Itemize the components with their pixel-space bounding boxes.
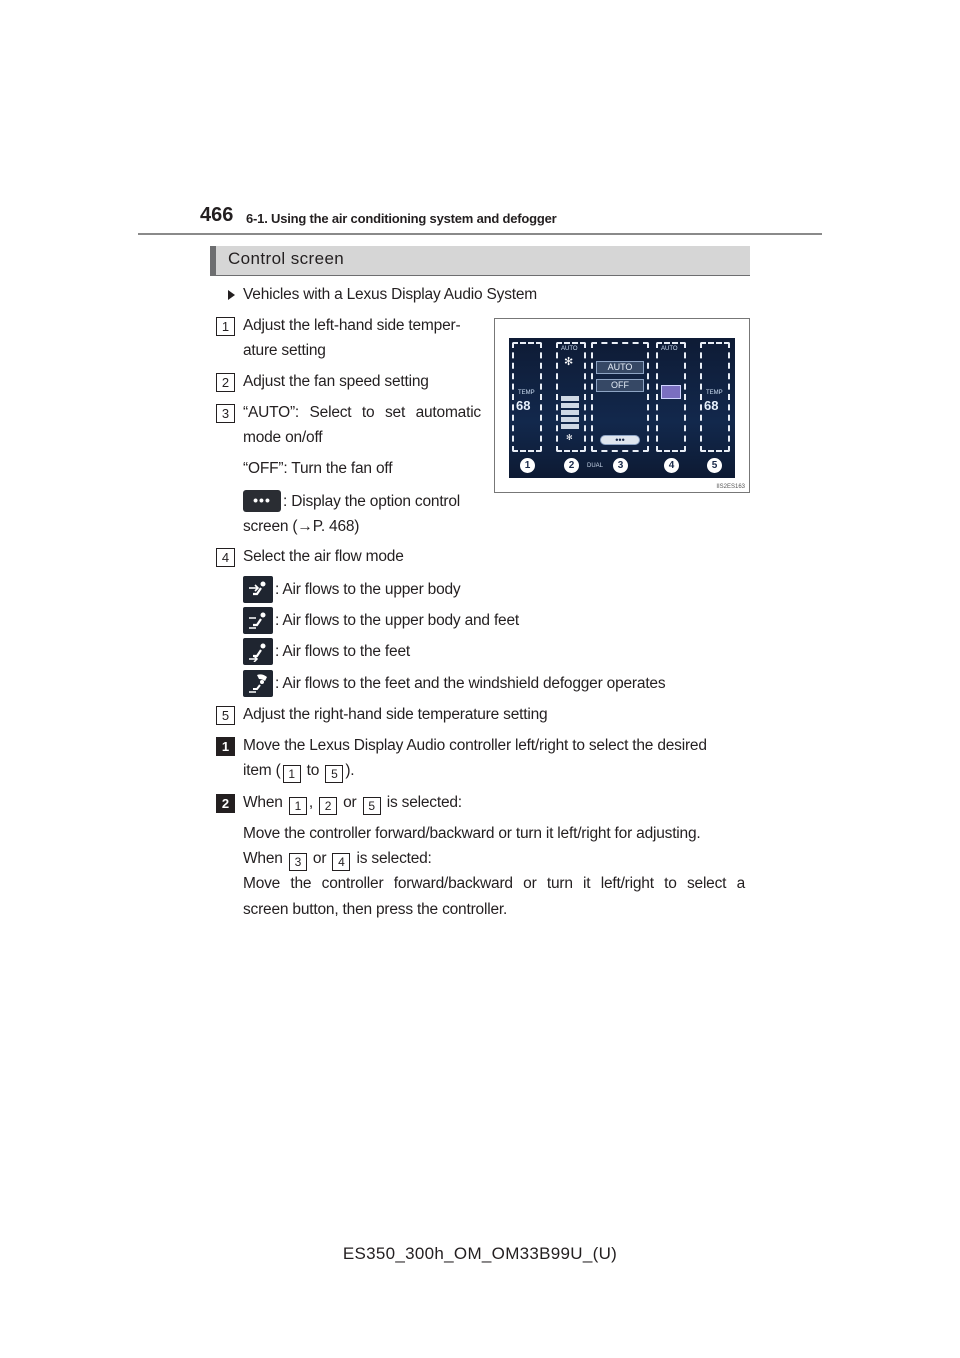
off-button[interactable]: OFF (596, 379, 644, 392)
item-2-text: Adjust the fan speed setting (243, 373, 429, 390)
right-temp-value: 68 (704, 398, 719, 413)
item-3-text-cont: mode on/off (243, 429, 323, 446)
screen-callout-2: 2 (564, 458, 579, 473)
step-2-select-text-cont: screen button, then press the controller… (243, 901, 508, 918)
airflow-4-text: : Air flows to the feet and the windshie… (275, 675, 666, 692)
fan-bar (561, 417, 579, 422)
step-2-when-post: is selected: (382, 794, 462, 811)
inline-callout-5: 5 (362, 797, 381, 815)
triangle-bullet-icon (228, 290, 235, 300)
step-2-when-b: When 3 or 4 is selected: (243, 846, 432, 871)
airflow-upper-feet-icon (243, 607, 273, 634)
step-1-text-post: ). (345, 762, 355, 779)
dual-label: DUAL (587, 463, 604, 469)
airflow-auto-label: AUTO (661, 346, 678, 352)
step-2-adjust-text: Move the controller forward/backward or … (243, 825, 701, 842)
item-4-text: Select the air flow mode (243, 548, 404, 565)
zone-left-temp (512, 342, 542, 452)
callout-3: 3 (216, 404, 235, 423)
fan-small-icon: ✻ (566, 433, 573, 442)
item-3-option-text: : Display the option control (283, 493, 461, 510)
zone-auto-off (591, 342, 649, 452)
airflow-1-text: : Air flows to the upper body (275, 581, 461, 598)
airflow-selected-highlight (661, 385, 681, 399)
inline-callout-4: 4 (332, 853, 351, 871)
step-2-when-pre: When (243, 794, 287, 811)
inline-callout-2: 2 (319, 797, 338, 815)
step-2-when-b-post: is selected: (352, 850, 432, 867)
screen-callout-3: 3 (613, 458, 628, 473)
left-temp-label: TEMP (518, 390, 535, 396)
callout-5: 5 (216, 706, 235, 725)
step-2-when-b-pre: When (243, 850, 287, 867)
zone-fan-speed (556, 342, 586, 452)
subhead: Vehicles with a Lexus Display Audio Syst… (243, 286, 538, 303)
section-title: Control screen (228, 249, 345, 268)
right-temp-label: TEMP (706, 390, 723, 396)
inline-callout-1: 1 (282, 765, 301, 783)
figure-code: IIS2ES163 (716, 484, 745, 490)
fan-bar (561, 396, 579, 401)
control-screen-figure: TEMP 68 AUTO ✻ ✻ AUTO OFF ••• AUTO TEMP … (494, 318, 750, 493)
item-3-option-text-cont: screen (→P. 468) (243, 518, 360, 535)
zone-right-temp (700, 342, 730, 452)
item-5-text: Adjust the right-hand side temperature s… (243, 706, 548, 723)
step-1-text-mid: to (302, 762, 324, 779)
step-1-text-pre: item ( (243, 762, 281, 779)
screen-callout-4: 4 (664, 458, 679, 473)
step-2-comma: , (308, 794, 318, 811)
footer-document-code: ES350_300h_OM_OM33B99U_(U) (342, 1244, 618, 1263)
fan-bar (561, 424, 579, 429)
fan-auto-label: AUTO (561, 346, 578, 352)
step-2-badge: 2 (216, 794, 235, 813)
option-button[interactable]: ••• (600, 435, 640, 445)
item-3-text: “AUTO”: Select to set automatic (243, 404, 481, 421)
fan-bar (561, 403, 579, 408)
airflow-feet-icon (243, 638, 273, 665)
page-number: 466 (200, 204, 234, 226)
step-2-or: or (339, 794, 361, 811)
left-temp-value: 68 (516, 398, 531, 413)
option-button-icon: ••• (243, 490, 281, 512)
step-1-text: Move the Lexus Display Audio controller … (243, 737, 707, 754)
step-1-badge: 1 (216, 737, 235, 756)
inline-callout-5: 5 (325, 765, 344, 783)
chapter-title: 6-1. Using the air conditioning system a… (246, 211, 557, 226)
step-2-when-a: When 1, 2 or 5 is selected: (243, 790, 462, 815)
item-1-text: Adjust the left-hand side temper- (243, 317, 461, 334)
callout-2: 2 (216, 373, 235, 392)
step-2-select-text: Move the controller forward/backward or … (243, 875, 745, 892)
airflow-upper-icon (243, 576, 273, 603)
screen-callout-1: 1 (520, 458, 535, 473)
inline-callout-3: 3 (288, 853, 307, 871)
header-rule (138, 233, 822, 235)
inline-callout-1: 1 (288, 797, 307, 815)
step-1-text-cont: item (1 to 5). (243, 758, 355, 783)
screen-callout-5: 5 (707, 458, 722, 473)
climate-screen: TEMP 68 AUTO ✻ ✻ AUTO OFF ••• AUTO TEMP … (509, 338, 735, 478)
airflow-2-text: : Air flows to the upper body and feet (275, 612, 520, 629)
callout-1: 1 (216, 317, 235, 336)
airflow-feet-defog-icon (243, 670, 273, 697)
callout-4: 4 (216, 548, 235, 567)
section-header: Control screen (210, 246, 750, 276)
step-2-when-b-or: or (308, 850, 331, 867)
zone-airflow (656, 342, 686, 452)
auto-button[interactable]: AUTO (596, 361, 644, 374)
item-3-off-text: “OFF”: Turn the fan off (243, 460, 393, 477)
item-1-text-cont: ature setting (243, 342, 326, 359)
fan-bar (561, 410, 579, 415)
airflow-3-text: : Air flows to the feet (275, 643, 410, 660)
fan-icon: ✻ (564, 356, 574, 368)
